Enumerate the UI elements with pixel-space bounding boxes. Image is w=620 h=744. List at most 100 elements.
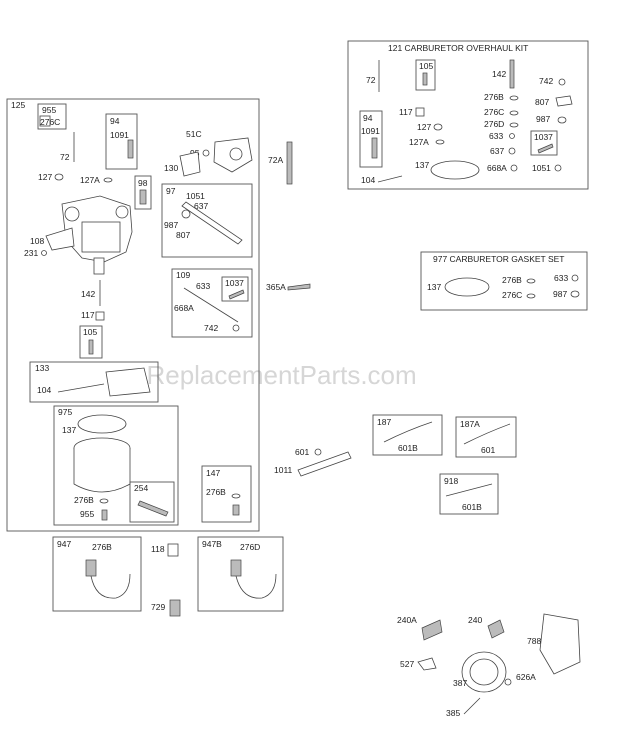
- box-97: [161, 183, 253, 258]
- part-742: [232, 324, 240, 332]
- label-51c: 51C: [186, 129, 202, 139]
- gasket-label-276b: 276B: [502, 275, 522, 285]
- label-276b-975: 276B: [74, 495, 94, 505]
- part-95: [202, 149, 210, 157]
- part-127: [54, 173, 64, 181]
- kit-label-104: 104: [361, 175, 375, 185]
- part-1037: [228, 289, 245, 300]
- box-133: [29, 361, 159, 403]
- part-276b-975: [99, 498, 109, 504]
- label-385: 385: [446, 708, 460, 718]
- label-807: 807: [176, 230, 190, 240]
- part-109-rod: [183, 287, 239, 323]
- kit-label-127a: 127A: [409, 137, 429, 147]
- label-127: 127: [38, 172, 52, 182]
- label-254: 254: [134, 483, 148, 493]
- part-133: [105, 367, 151, 397]
- part-72a: [286, 141, 293, 185]
- kit-part-987: [557, 116, 567, 124]
- part-51c-hole: [229, 147, 243, 161]
- part-117: [95, 311, 105, 321]
- gasket-part-633: [571, 274, 579, 282]
- part-240a: [421, 619, 443, 641]
- label-98: 98: [138, 178, 148, 188]
- label-142: 142: [81, 289, 95, 299]
- kit-label-668a: 668A: [487, 163, 507, 173]
- label-729: 729: [151, 602, 165, 612]
- part-918-line: [445, 483, 493, 497]
- box-276c-inner: [39, 115, 51, 127]
- label-527: 527: [400, 659, 414, 669]
- label-955-975: 955: [80, 509, 94, 519]
- gasket-label-633: 633: [554, 273, 568, 283]
- part-1011: [297, 451, 352, 477]
- part-130: [179, 151, 201, 177]
- kit-label-1051: 1051: [532, 163, 551, 173]
- label-72a: 72A: [268, 155, 283, 165]
- label-668a: 668A: [174, 303, 194, 313]
- box-overhaul-kit: [347, 40, 589, 190]
- kit-part-142: [509, 59, 515, 89]
- label-118: 118: [151, 544, 165, 554]
- part-947: [85, 559, 97, 577]
- kit-box-94: [359, 110, 383, 168]
- kit-part-276b: [509, 95, 519, 101]
- watermark: eReplacementParts.com: [132, 360, 417, 390]
- box-187a: [455, 416, 517, 458]
- kit-part-1091: [371, 137, 378, 159]
- part-626a: [504, 678, 512, 686]
- part-137-oring: [77, 414, 127, 434]
- gasket-label-137: 137: [427, 282, 441, 292]
- kit-label-1037: 1037: [534, 132, 553, 142]
- kit-part-742: [558, 78, 566, 86]
- kit-label-276c: 276C: [484, 107, 504, 117]
- part-947b-wire: [235, 573, 277, 599]
- label-1011: 1011: [274, 465, 293, 475]
- kit-label-117: 117: [399, 107, 413, 117]
- part-1051: [181, 209, 191, 219]
- gasket-set-title: 977 CARBURETOR GASKET SET: [433, 254, 564, 264]
- box-918: [439, 473, 499, 515]
- kit-label-127: 127: [417, 122, 431, 132]
- box-955: [37, 103, 67, 130]
- box-1037: [221, 276, 249, 302]
- label-1091: 1091: [110, 130, 129, 140]
- box-gasket-set: [420, 251, 588, 311]
- box-947: [52, 536, 142, 612]
- label-109: 109: [176, 270, 190, 280]
- part-127a: [103, 177, 113, 183]
- label-601b-918: 601B: [462, 502, 482, 512]
- label-601b-187: 601B: [398, 443, 418, 453]
- label-231: 231: [24, 248, 38, 258]
- label-105: 105: [83, 327, 97, 337]
- gasket-part-276c: [526, 293, 536, 299]
- kit-part-1051: [554, 164, 562, 172]
- label-918: 918: [444, 476, 458, 486]
- label-947: 947: [57, 539, 71, 549]
- label-127a: 127A: [80, 175, 100, 185]
- kit-label-637: 637: [490, 146, 504, 156]
- part-254: [137, 500, 169, 517]
- part-788: [539, 613, 581, 675]
- part-108: [45, 227, 75, 251]
- kit-part-633: [509, 133, 515, 139]
- box-105: [79, 325, 103, 359]
- kit-label-94: 94: [363, 113, 373, 123]
- box-187: [372, 414, 443, 456]
- label-137: 137: [62, 425, 76, 435]
- part-276b-147: [231, 493, 241, 499]
- box-94: [105, 113, 138, 170]
- label-987: 987: [164, 220, 178, 230]
- kit-part-276d: [509, 122, 519, 128]
- label-955: 955: [42, 105, 56, 115]
- label-108: 108: [30, 236, 44, 246]
- kit-label-72: 72: [366, 75, 376, 85]
- part-fuel-pump: [461, 651, 507, 693]
- gasket-part-276b: [526, 278, 536, 284]
- label-626a: 626A: [516, 672, 536, 682]
- label-130: 130: [164, 163, 178, 173]
- label-601: 601: [295, 447, 309, 457]
- label-240: 240: [468, 615, 482, 625]
- label-125: 125: [11, 100, 25, 110]
